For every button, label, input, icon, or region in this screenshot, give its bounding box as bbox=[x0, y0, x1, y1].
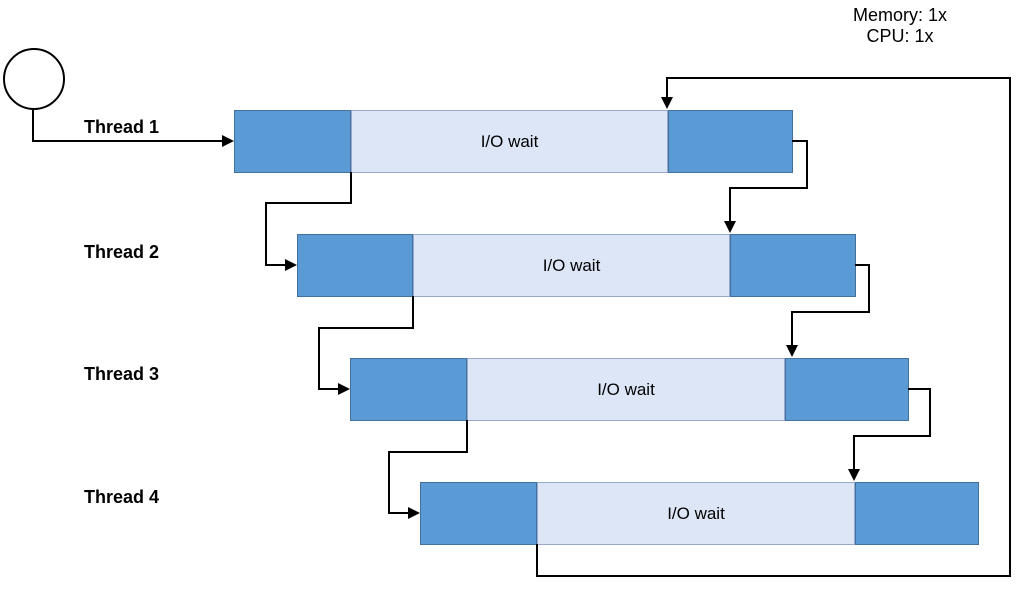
start-node-circle bbox=[3, 48, 65, 110]
connector-line bbox=[791, 311, 870, 313]
arrowhead-right-icon bbox=[222, 135, 234, 147]
thread-4-label: Thread 4 bbox=[84, 487, 160, 507]
thread-3-io-wait-segment: I/O wait bbox=[467, 358, 785, 421]
connector-line bbox=[265, 202, 352, 204]
thread-3-label: Thread 3 bbox=[84, 364, 160, 384]
connector-line bbox=[388, 512, 409, 514]
thread-4-io-wait-segment: I/O wait bbox=[537, 482, 855, 545]
arrowhead-down-icon bbox=[661, 97, 673, 109]
connector-line bbox=[868, 264, 870, 313]
connector-line bbox=[466, 420, 468, 453]
connector-line bbox=[32, 140, 224, 142]
arrowhead-down-icon bbox=[786, 345, 798, 357]
memory-annotation: Memory: 1x bbox=[852, 5, 948, 25]
connector-line bbox=[388, 451, 468, 453]
connector-line bbox=[929, 388, 931, 437]
thread-2-cpu-end-segment bbox=[730, 234, 856, 297]
connector-line bbox=[536, 544, 538, 577]
io-wait-label: I/O wait bbox=[480, 131, 539, 151]
arrowhead-right-icon bbox=[338, 383, 350, 395]
connector-line bbox=[853, 435, 931, 437]
arrowhead-right-icon bbox=[408, 507, 420, 519]
thread-1-io-wait-segment: I/O wait bbox=[351, 110, 668, 173]
connector-line bbox=[667, 77, 1011, 79]
connector-line bbox=[853, 435, 855, 471]
thread-4-bar: I/O wait bbox=[420, 482, 979, 545]
cpu-annotation: CPU: 1x bbox=[866, 26, 934, 46]
connector-line bbox=[792, 140, 808, 142]
thread-2-label: Thread 2 bbox=[84, 242, 160, 262]
connector-line bbox=[388, 451, 390, 514]
arrowhead-right-icon bbox=[285, 259, 297, 271]
thread-4-cpu-end-segment bbox=[855, 482, 979, 545]
connector-line bbox=[729, 187, 808, 189]
connector-line bbox=[855, 264, 870, 266]
arrowhead-down-icon bbox=[848, 469, 860, 481]
thread-4-cpu-start-segment bbox=[420, 482, 537, 545]
thread-1-bar: I/O wait bbox=[234, 110, 793, 173]
connector-line bbox=[412, 296, 414, 329]
arrowhead-down-icon bbox=[724, 221, 736, 233]
thread-2-io-wait-segment: I/O wait bbox=[413, 234, 730, 297]
connector-line bbox=[318, 388, 339, 390]
connector-line bbox=[791, 311, 793, 347]
connector-line bbox=[265, 202, 267, 266]
connector-line bbox=[32, 108, 34, 142]
connector-line bbox=[1009, 77, 1011, 577]
thread-3-bar: I/O wait bbox=[350, 358, 909, 421]
io-wait-label: I/O wait bbox=[542, 255, 601, 275]
connector-line bbox=[350, 172, 352, 204]
thread-3-cpu-start-segment bbox=[350, 358, 467, 421]
thread-1-cpu-start-segment bbox=[234, 110, 351, 173]
connector-line bbox=[265, 264, 286, 266]
thread-1-label: Thread 1 bbox=[84, 117, 160, 137]
thread-1-cpu-end-segment bbox=[668, 110, 793, 173]
thread-3-cpu-end-segment bbox=[785, 358, 909, 421]
connector-line bbox=[806, 140, 808, 189]
thread-2-cpu-start-segment bbox=[297, 234, 413, 297]
connector-line bbox=[729, 187, 731, 223]
io-wait-label: I/O wait bbox=[667, 503, 725, 523]
connector-line bbox=[318, 327, 320, 390]
io-wait-label: I/O wait bbox=[597, 379, 655, 399]
connector-line bbox=[536, 575, 1011, 577]
thread-2-bar: I/O wait bbox=[297, 234, 856, 297]
resource-annotation: Memory: 1x CPU: 1x bbox=[810, 5, 990, 47]
connector-line bbox=[666, 77, 668, 99]
connector-line bbox=[908, 388, 931, 390]
connector-line bbox=[318, 327, 414, 329]
